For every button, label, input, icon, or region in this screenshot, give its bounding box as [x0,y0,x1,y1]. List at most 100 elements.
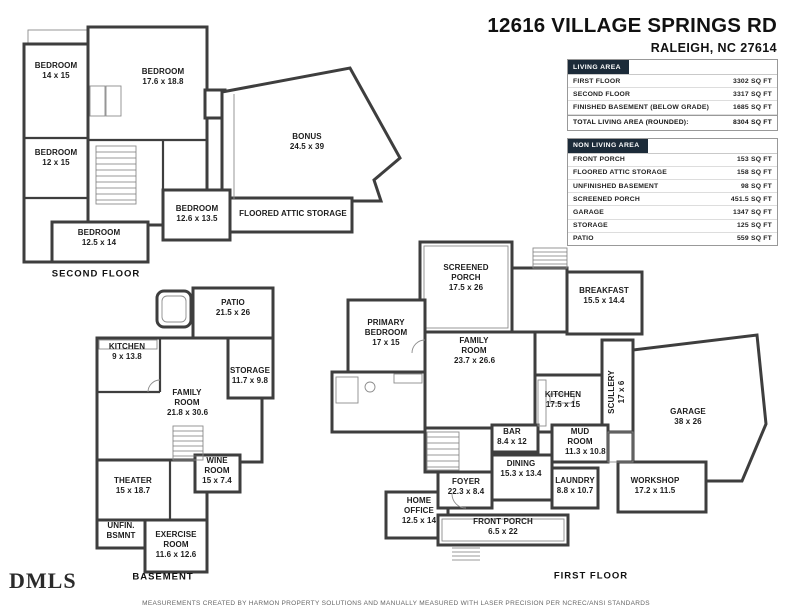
room-name: WORKSHOP [630,476,680,485]
room-name: FRONT PORCH [473,517,533,526]
room-dims: 12.5 x 14 [401,516,437,525]
room-name: BEDROOM [34,61,78,70]
table-row: SECOND FLOOR 3317 SQ FT [568,88,777,102]
room-dims: 8.4 x 12 [497,437,527,446]
room-dims: 12.5 x 14 [81,238,117,247]
row-value: 153 SQ FT [736,156,772,164]
room-name: FOYER [451,477,481,486]
room-name: PRIMARY BEDROOM [364,318,408,337]
room-dims: 38 x 26 [674,417,702,426]
page-title: 12616 VILLAGE SPRINGS RD [487,14,777,37]
room-name: FAMILY ROOM [172,388,202,407]
room-dims: 6.5 x 22 [488,527,518,536]
room-name: DINING [506,459,536,468]
total-label: TOTAL LIVING AREA (ROUNDED): [573,119,689,127]
room-name: SCULLERY [607,370,616,414]
room-outline-bedroom-12-5 [50,220,150,264]
room-dims: 17 x 6 [617,380,626,404]
room-name: FLOORED ATTIC STORAGE [239,209,347,218]
room-label-attic-storage: FLOORED ATTIC STORAGE [239,209,347,219]
room-outline-dining [490,453,554,502]
caption-basement: BASEMENT [132,571,194,583]
room-name: UNFIN. BSMNT [106,521,136,540]
room-dims: 15 x 7.4 [202,476,232,485]
row-label: FINISHED BASEMENT (BELOW GRADE) [573,103,710,111]
table-row: FRONT PORCH 153 SQ FT [568,154,777,167]
room-name: LAUNDRY [555,476,595,485]
row-label: FRONT PORCH [573,156,626,164]
room-dims: 15.5 x 14.4 [583,296,625,305]
room-name: GARAGE [670,407,706,416]
row-value: 1347 SQ FT [732,208,772,216]
room-dims: 8.8 x 10.7 [556,486,594,495]
table-row: FINISHED BASEMENT (BELOW GRADE)1685 SQ F… [568,101,777,115]
room-dims: 12 x 15 [42,158,70,167]
room-dims: 9 x 13.8 [112,352,142,361]
room-name: HOME OFFICE [404,496,434,515]
row-label: UNFINISHED BASEMENT [573,182,659,190]
room-name: FAMILY ROOM [459,336,489,355]
room-label-unfinished-basement: UNFIN. BSMNT [104,521,138,541]
room-dims: 24.5 x 39 [289,142,325,151]
row-label: GARAGE [573,208,605,216]
room-name: BEDROOM [34,148,78,157]
room-name: PATIO [221,298,245,307]
room-dims: 17.5 x 26 [448,283,484,292]
room-dims: 15.3 x 13.4 [500,469,542,478]
row-value: 3317 SQ FT [732,90,772,98]
row-label: SCREENED PORCH [573,195,641,203]
row-label: SECOND FLOOR [573,90,631,98]
room-dims: 11.3 x 10.8 [565,447,606,456]
room-outline-mud-room [550,423,610,464]
dmls-logo: DMLS [9,568,77,593]
room-name: BONUS [292,132,322,141]
disclaimer-text: MEASUREMENTS CREATED BY HARMON PROPERTY … [142,600,650,607]
stair-hall-outline [423,426,494,474]
room-outline-bedroom-12-6 [161,188,232,242]
primary-bath-outline [330,370,427,434]
second-floor-plan [22,25,402,264]
room-dims: 17.6 x 18.8 [142,77,184,86]
room-outline-patio [191,286,275,340]
room-outline-breakfast [565,270,644,336]
room-dims: 21.8 x 30.6 [167,408,209,417]
room-name: BREAKFAST [579,286,629,295]
room-name: STORAGE [229,366,271,375]
room-name: BEDROOM [77,228,121,237]
front-steps-hatch [452,547,480,561]
row-label: PATIO [573,235,594,243]
room-outline-foyer [436,470,494,510]
room-outline-storage-basement [226,336,275,400]
table-row: GARAGE 1347 SQ FT [568,206,777,220]
room-outline-theater [95,458,209,522]
total-value: 8304 SQ FT [732,119,772,127]
room-dims: 11.7 x 9.8 [231,376,269,385]
room-name: MUD ROOM [567,427,593,446]
room-name: WINE ROOM [204,456,230,475]
room-dims: 21.5 x 26 [215,308,251,317]
living-area-header: LIVING AREA [568,60,629,74]
room-name: BEDROOM [141,67,185,76]
